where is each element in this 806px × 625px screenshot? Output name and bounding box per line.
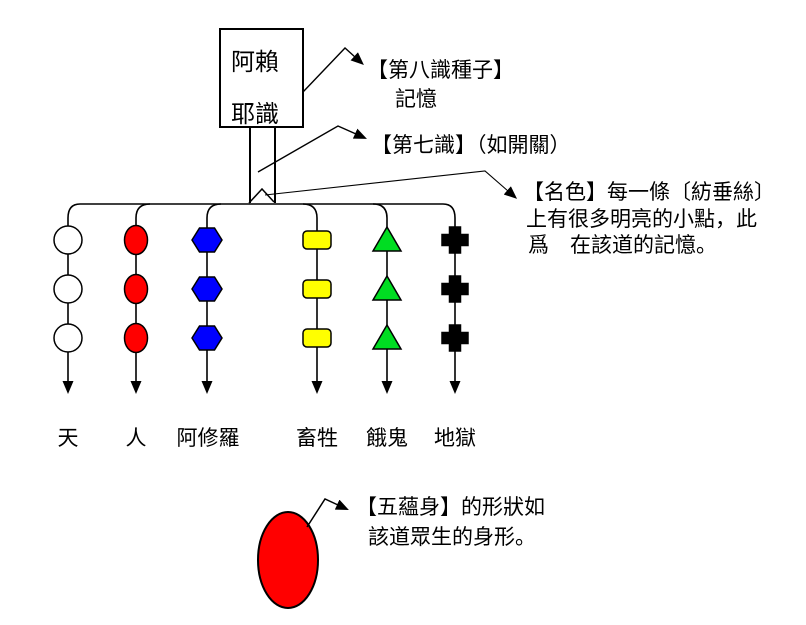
branch-curve-human xyxy=(135,203,151,219)
branch-curve-asura xyxy=(206,203,222,219)
annotation-mingse-line1: 【名色】每一條〔紡垂絲〕 xyxy=(523,180,775,204)
annotation-eighth: 【第八識種子】 記憶 xyxy=(302,47,514,111)
annotation-mingse-line3: 爲 在該道的記憶。 xyxy=(528,233,717,257)
annotation-mingse-line2: 上有很多明亮的小點，此 xyxy=(526,207,757,231)
label-human: 人 xyxy=(126,426,147,450)
human-bead-oval xyxy=(123,273,149,305)
annotation-eighth-line2: 記憶 xyxy=(395,87,437,111)
label-hell: 地獄 xyxy=(434,426,476,450)
path-labels: 天 人 阿修羅 畜牲 餓鬼 地獄 xyxy=(58,426,477,450)
hell-bead-cross xyxy=(441,275,469,303)
annotation-seventh-text: 【第七識】（如開關） xyxy=(371,133,571,157)
hell-bead-cross xyxy=(441,226,469,254)
deva-bead-circle xyxy=(53,323,83,353)
asura-bead-hexagon xyxy=(191,325,223,351)
annotation-eighth-line1: 【第八識種子】 xyxy=(367,58,514,82)
hell-bead-cross xyxy=(441,324,469,352)
alaya-box-frame xyxy=(219,28,304,128)
animal-bead-rect xyxy=(302,230,332,250)
branch-curve-ghost xyxy=(372,203,388,219)
label-deva: 天 xyxy=(58,426,79,450)
human-bead-oval xyxy=(123,322,149,354)
branch-curve-animal xyxy=(302,203,318,219)
deva-bead-circle xyxy=(53,225,83,255)
label-ghost: 餓鬼 xyxy=(366,426,408,450)
ghost-bead-triangle xyxy=(371,225,403,252)
annotation-body-leader xyxy=(306,498,349,528)
annotation-seventh-leader xyxy=(257,125,367,173)
ghost-bead-triangle xyxy=(371,323,403,350)
alaya-box-text-line2: 耶識 xyxy=(231,100,279,128)
trunk-lines xyxy=(248,127,276,204)
five-aggregates-group: 【五蘊身】的形狀如 該道眾生的身形。 xyxy=(257,495,545,609)
annotation-body-line2: 該道眾生的身形。 xyxy=(368,525,536,549)
branch-curve-deva xyxy=(67,203,81,219)
ghost-bead-triangle xyxy=(371,274,403,301)
asura-bead-hexagon xyxy=(191,227,223,253)
junction-peak xyxy=(248,187,275,204)
annotation-mingse-leader xyxy=(264,170,518,199)
human-bead-oval xyxy=(123,224,149,256)
alaya-box: 阿賴 耶識 xyxy=(219,28,304,128)
annotation-eighth-leader xyxy=(302,47,364,93)
five-aggregates-ellipse xyxy=(257,511,319,609)
annotation-mingse: 【名色】每一條〔紡垂絲〕 上有很多明亮的小點，此 爲 在該道的記憶。 xyxy=(264,170,775,257)
annotation-seventh: 【第七識】（如開關） xyxy=(257,125,571,173)
animal-bead-rect xyxy=(302,279,332,299)
label-animal: 畜牲 xyxy=(296,426,338,450)
deva-bead-circle xyxy=(53,274,83,304)
label-asura: 阿修羅 xyxy=(177,426,240,450)
path-beads xyxy=(53,224,469,354)
annotation-body-line1: 【五蘊身】的形狀如 xyxy=(356,495,545,519)
alaya-box-text-line1: 阿賴 xyxy=(231,48,279,76)
animal-bead-rect xyxy=(302,328,332,348)
branch-curve-hell xyxy=(442,203,456,219)
asura-bead-hexagon xyxy=(191,276,223,302)
